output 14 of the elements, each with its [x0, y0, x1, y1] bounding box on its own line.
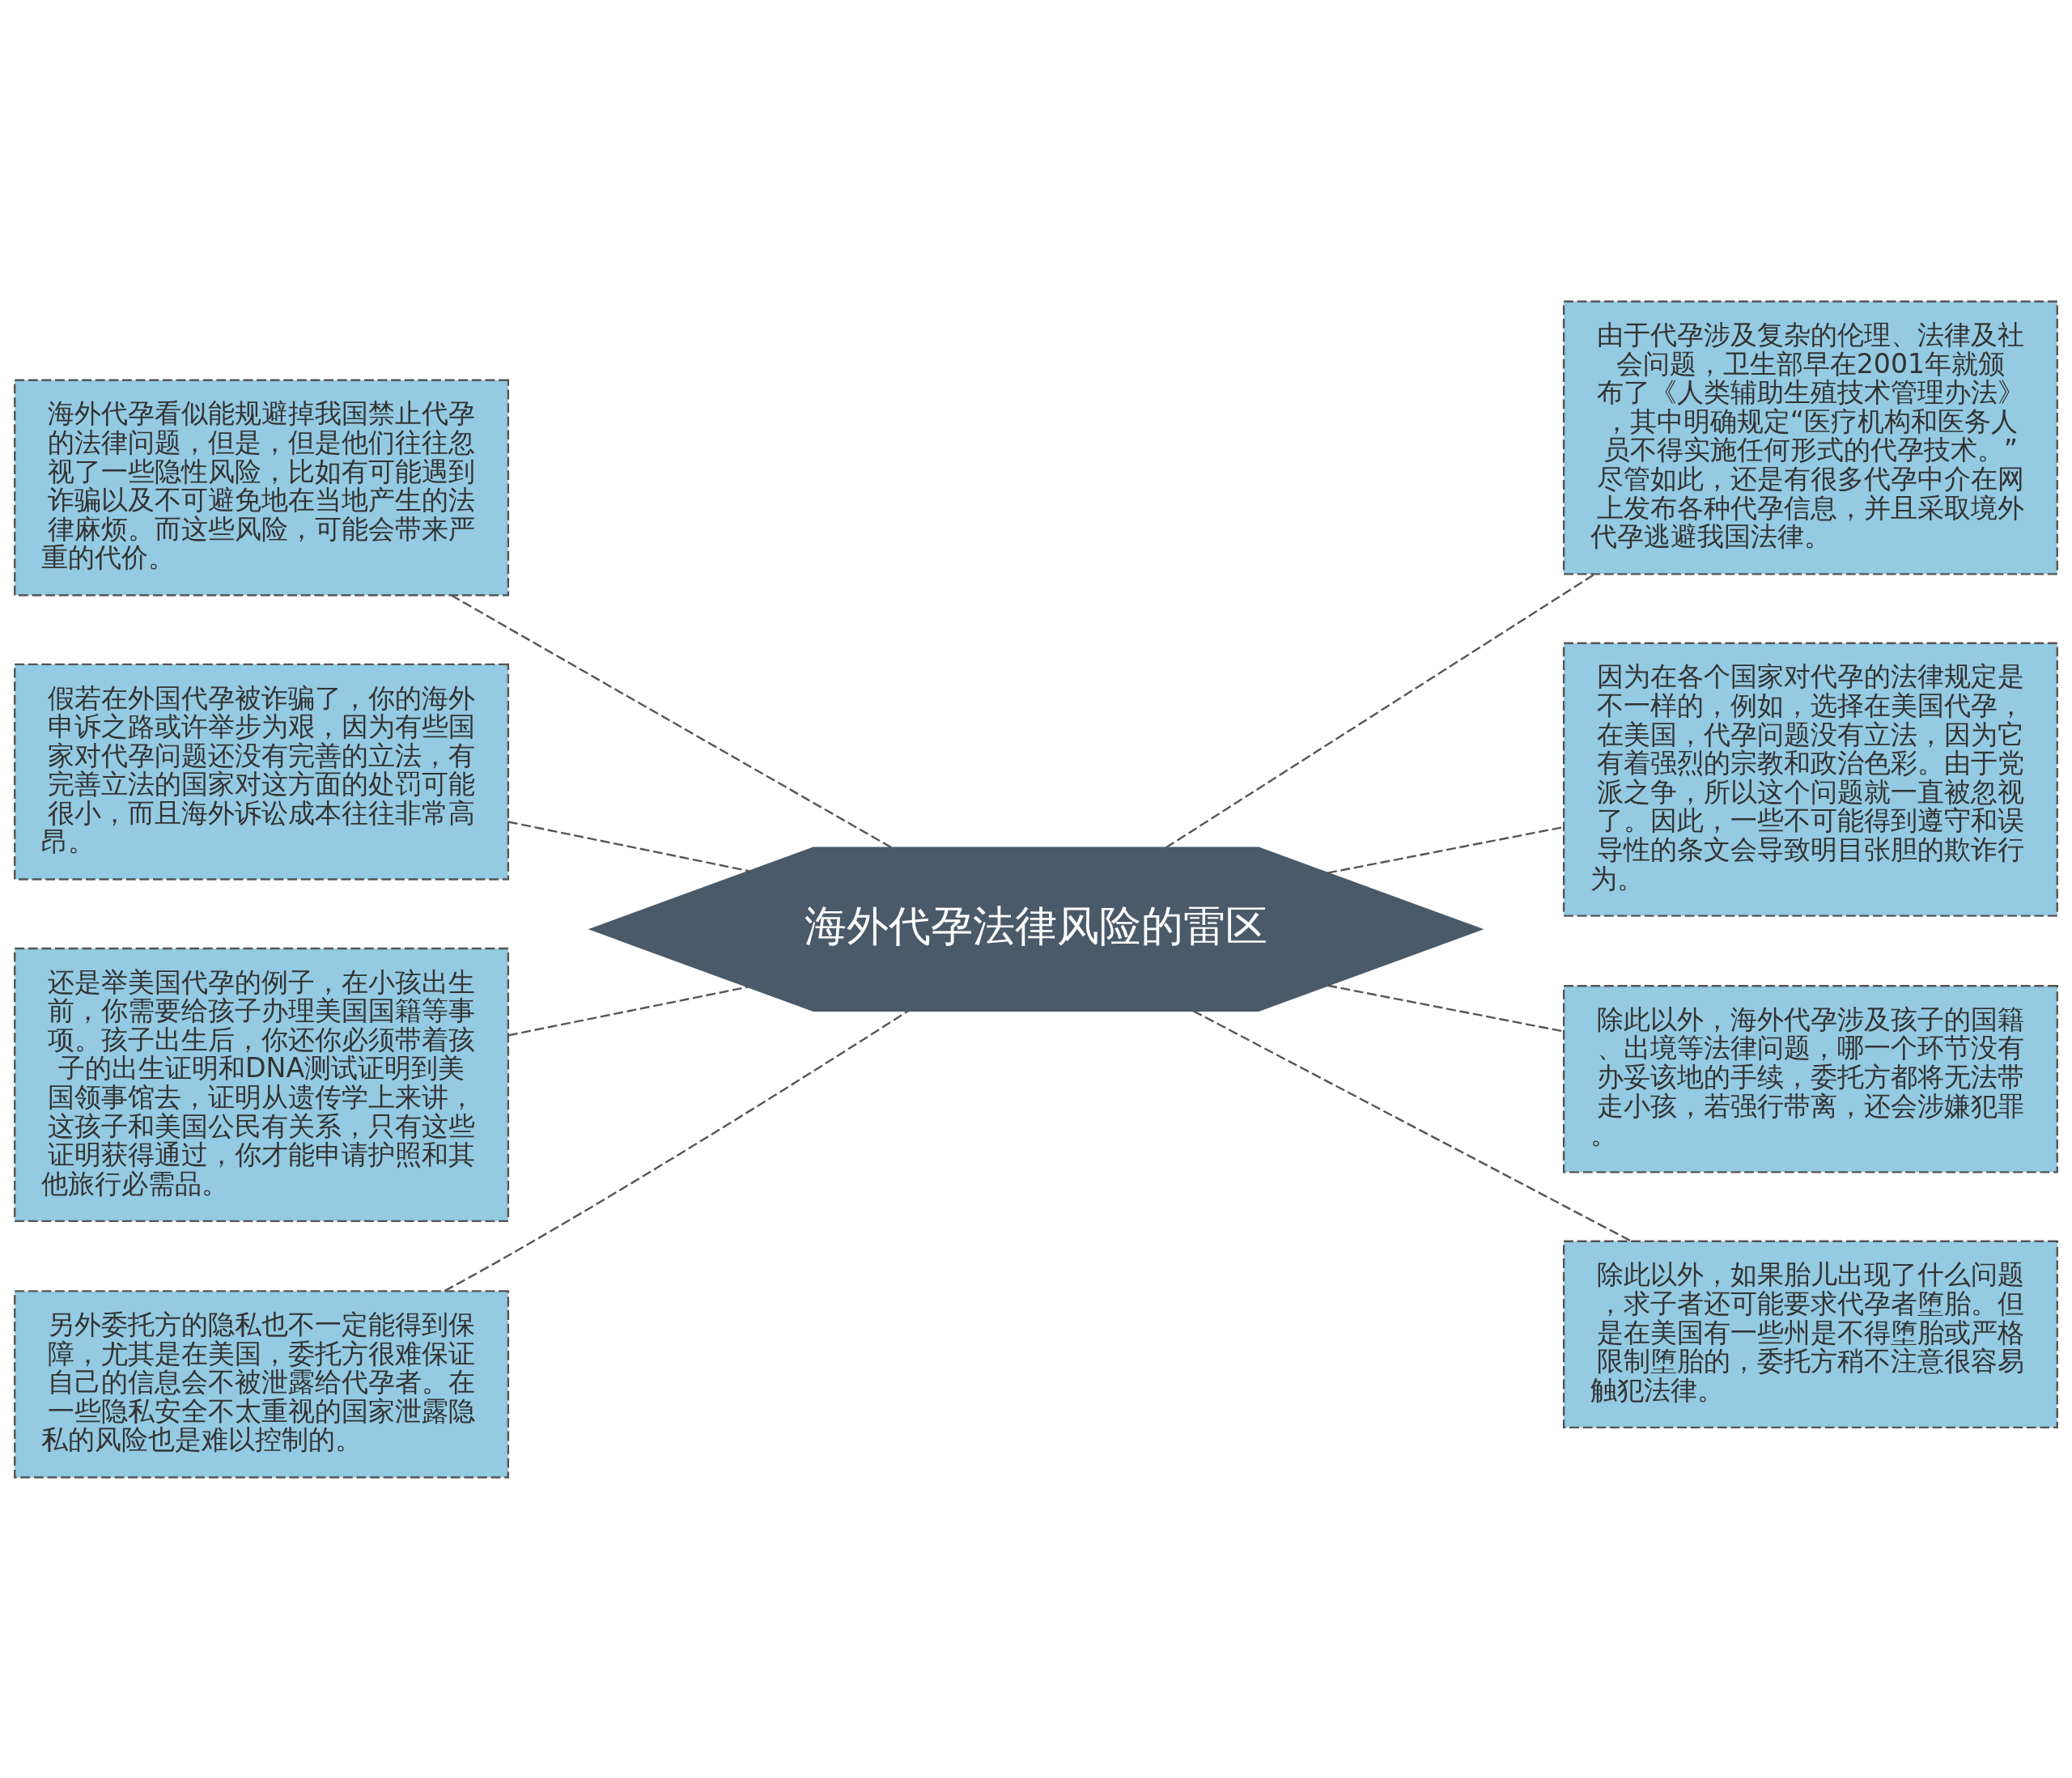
connector: [444, 1009, 909, 1292]
node-box: 海外代孕看似能规避掉我国禁止代孕的法律问题，但是，但是他们往往忽视了一些隐性风险，比如有可能遇到诈骗以及不可避免地在当地产生的法律麻烦。而这些风险，可能会带来严重的代价。: [14, 379, 510, 596]
connector: [507, 820, 750, 872]
node-box: 还是举美国代孕的例子，在小孩出生前，你需要给孩子办理美国国籍等事项。孩子出生后，你还你必须带着孩子的出生证明和DNA测试证明到美国领事馆去，证明从遗传学上来讲，这孩子和美国公民有关系，只有这些证明获得通过，你才能申请护照和其他旅行必需品。: [14, 947, 510, 1222]
node-box: 因为在各个国家对代孕的法律规定是不一样的，例如，选择在美国代孕，在美国，代孕问题没有立法，因为它有着强烈的宗教和政治色彩。由于党派之争，所以这个问题就一直被忽视了。因此，一些不可能得到遵守和误导性的条文会导致明目张胆的欺诈行为。: [1562, 642, 2058, 917]
node-box: 除此以外，如果胎儿出现了什么问题，求子者还可能要求代孕者堕胎。但是在美国有一些州是不得堕胎或严格限制堕胎的，委托方稍不注意很容易触犯法律。: [1562, 1240, 2058, 1428]
node-box: 假若在外国代孕被诈骗了，你的海外申诉之路或许举步为艰，因为有些国家对代孕问题还没有完善的立法，有完善立法的国家对这方面的处罚可能很小，而且海外诉讼成本往往非常高昂。: [14, 663, 510, 881]
connector: [507, 985, 749, 1036]
connector: [1166, 573, 1595, 848]
node-box: 除此以外，海外代孕涉及孩子的国籍、出境等法律问题，哪一个环节没有办妥该地的手续，委托方都将无法带走小孩，若强行带离，还会涉嫌犯罪。: [1562, 984, 2058, 1173]
node-box: 由于代孕涉及复杂的伦理、法律及社会问题，卫生部早在2001年就颁布了《人类辅助生殖技术管理办法》，其中明确规定“医疗机构和医务人员不得实施任何形式的代孕技术。”尽管如此，还是有很多代孕中介在网上发布各种代孕信息，并且采取境外代孕逃避我国法律。: [1562, 299, 2058, 575]
node-box: 另外委托方的隐私也不一定能得到保障，尤其是在美国，委托方很难保证自己的信息会不被泄露给代孕者。在一些隐私安全不太重视的国家泄露隐私的风险也是难以控制的。: [14, 1289, 510, 1479]
connector: [451, 594, 892, 848]
connector: [1192, 1009, 1632, 1241]
